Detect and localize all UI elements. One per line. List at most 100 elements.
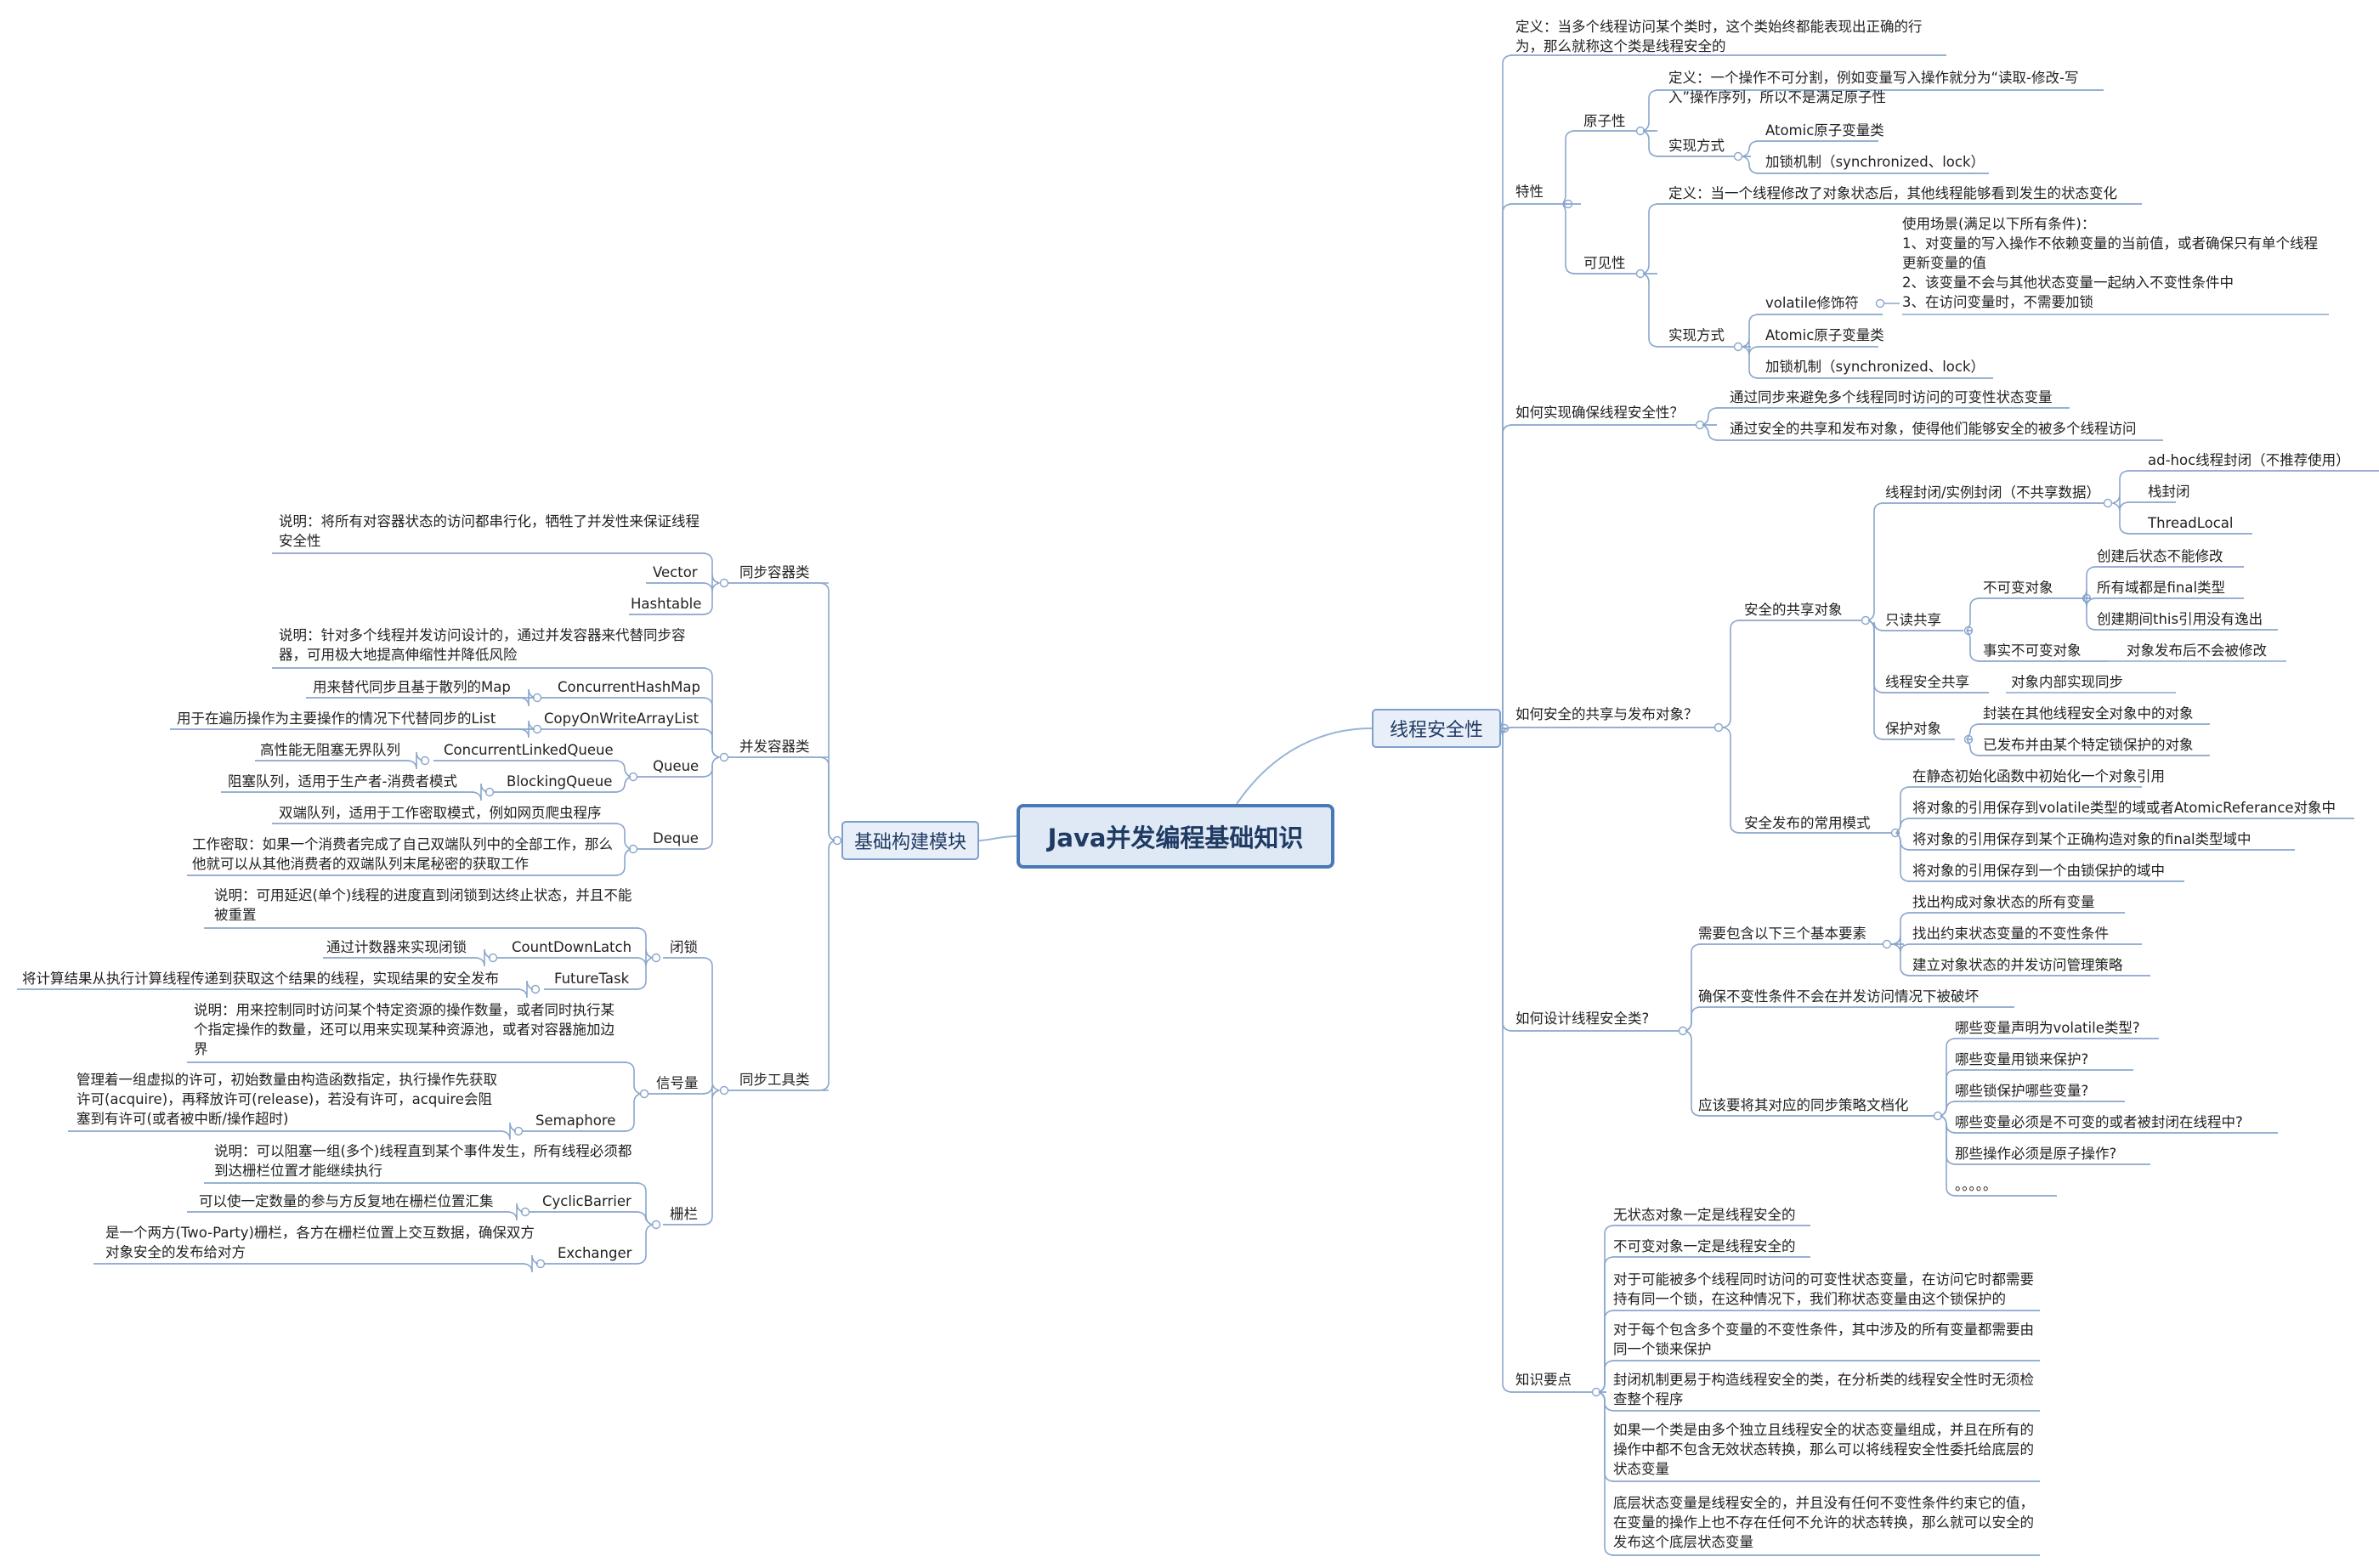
how-ensure-label[interactable]: 如何实现确保线程安全性？ xyxy=(1515,405,1684,421)
visibility-label[interactable]: 可见性 xyxy=(1583,255,1626,271)
atomicity-impl-label[interactable]: 实现方式 xyxy=(1668,138,1725,154)
collapse-knob xyxy=(1882,939,1892,949)
queue-label[interactable]: Queue xyxy=(653,758,700,774)
connector-line xyxy=(493,776,632,793)
collapse-knob xyxy=(719,578,729,588)
connector-line xyxy=(1940,1115,2057,1197)
threadsafe-share-label[interactable]: 线程安全共享 xyxy=(1885,674,1969,690)
barrier-label[interactable]: 栅栏 xyxy=(670,1206,698,1222)
cyclic-barrier-label[interactable]: CyclicBarrier xyxy=(542,1193,632,1209)
connector-line xyxy=(663,1090,721,1226)
share-publish-label[interactable]: 如何安全的共享与发布对象？ xyxy=(1515,706,1698,722)
connector-line xyxy=(2111,502,2252,535)
doc-item-3: 哪些锁保护哪些变量? xyxy=(1955,1083,2089,1099)
confine-label[interactable]: 线程封闭/实例封闭（不共享数据） xyxy=(1885,484,2101,501)
cow-label[interactable]: CopyOnWriteArrayList xyxy=(544,710,700,727)
exchanger-label[interactable]: Exchanger xyxy=(558,1245,632,1261)
latch-label[interactable]: 闭锁 xyxy=(670,939,698,955)
deque-desc-2: 工作密取：如果一个消费者完成了自己双端队列中的全部工作，那么他就可以从其他消费者… xyxy=(192,836,613,872)
connector-line xyxy=(1642,130,1751,157)
sync-tools-label[interactable]: 同步工具类 xyxy=(739,1072,810,1088)
vector-item: Vector xyxy=(653,564,698,580)
atomicity-impl-atomic: Atomic原子变量类 xyxy=(1765,122,1884,139)
connector-line xyxy=(1966,739,2210,756)
volatile-label[interactable]: volatile修饰符 xyxy=(1765,295,1859,311)
elements-item-2: 找出约束状态变量的不变性条件 xyxy=(1912,926,2109,942)
features-label[interactable]: 特性 xyxy=(1515,184,1544,200)
root-topic[interactable]: Java并发编程基础知识 xyxy=(1017,804,1334,869)
elements-label[interactable]: 需要包含以下三个基本要素 xyxy=(1698,926,1866,942)
doc-item-5: 那些操作必须是原子操作? xyxy=(1955,1146,2117,1162)
how-ensure-item-1: 通过同步来避免多个线程同时访问的可变性状态变量 xyxy=(1730,389,2053,405)
deque-label[interactable]: Deque xyxy=(653,830,699,846)
connector-line xyxy=(1499,727,1606,1393)
doc-item-2: 哪些变量用锁来保护? xyxy=(1955,1051,2089,1067)
immutable-item-1: 创建后状态不能修改 xyxy=(2097,548,2223,564)
deque-desc-1: 双端队列，适用于工作密取模式，例如网页爬虫程序 xyxy=(279,805,602,821)
point-3: 对于可能被多个线程同时访问的可变性状态变量，在访问它时都需要持有同一个锁，在这种… xyxy=(1613,1271,2034,1307)
topic-thread-safety[interactable]: 线程安全性 xyxy=(1372,709,1501,748)
atomicity-label[interactable]: 原子性 xyxy=(1583,113,1626,129)
safety-definition: 定义：当多个线程访问某个类时，这个类始终都能表现出正确的行为，那么就称这个类是线… xyxy=(1515,19,1923,54)
connector-line xyxy=(1499,424,1717,729)
point-2: 不可变对象一定是线程安全的 xyxy=(1613,1238,1796,1254)
connector-line xyxy=(93,1254,539,1273)
immutable-label[interactable]: 不可变对象 xyxy=(1983,580,2053,596)
connector-line xyxy=(544,957,654,990)
clq-label[interactable]: ConcurrentLinkedQueue xyxy=(444,742,614,758)
threadsafe-share-item: 对象内部实现同步 xyxy=(2011,674,2123,690)
connector-line xyxy=(527,1211,654,1226)
point-6: 如果一个类是由多个独立且线程安全的状态变量组成，并且在所有的操作中都不包含无效状… xyxy=(1613,1422,2034,1477)
semaphore-label[interactable]: Semaphore xyxy=(535,1112,616,1129)
bq-desc: 阻塞队列，适用于生产者-消费者模式 xyxy=(228,773,457,790)
semaphore-group-label[interactable]: 信号量 xyxy=(656,1075,699,1091)
doc-item-1: 哪些变量声明为volatile类型? xyxy=(1955,1020,2140,1036)
points-label[interactable]: 知识要点 xyxy=(1515,1372,1572,1388)
doc-item-4: 哪些变量必须是不可变的或者被封闭在线程中? xyxy=(1955,1114,2243,1130)
connector-line xyxy=(17,980,534,999)
atomicity-definition: 定义：一个操作不可分割，例如变量写入操作就分为“读取-修改-写入”操作序列，所以… xyxy=(1668,70,2079,105)
connector-line xyxy=(1236,727,1373,805)
semaphore-desc: 管理着一组虚拟的许可，初始数量由构造函数指定，执行操作先获取许可(acquire… xyxy=(76,1072,497,1127)
connector-line xyxy=(1499,727,1683,1032)
bq-label[interactable]: BlockingQueue xyxy=(507,773,613,790)
guarded-label[interactable]: 保护对象 xyxy=(1885,721,1941,737)
doc-label[interactable]: 应该要将其对应的同步策略文档化 xyxy=(1698,1097,1909,1113)
point-1: 无状态对象一定是线程安全的 xyxy=(1613,1207,1796,1223)
chm-label[interactable]: ConcurrentHashMap xyxy=(558,679,700,695)
connector-line xyxy=(1966,630,2108,662)
connector-line xyxy=(68,1122,517,1141)
safe-publish-label[interactable]: 安全发布的常用模式 xyxy=(1744,815,1871,831)
connector-line xyxy=(1741,346,1993,379)
cdl-desc: 通过计数器来实现闭锁 xyxy=(326,939,467,955)
connector-line xyxy=(255,751,423,770)
effective-immutable-label[interactable]: 事实不可变对象 xyxy=(1983,642,2082,659)
connector-line xyxy=(1867,502,2104,621)
point-7: 底层状态变量是线程安全的，并且没有任何不变性条件约束它的值，在变量的操作上也不存… xyxy=(1613,1495,2034,1550)
visibility-impl-label[interactable]: 实现方式 xyxy=(1668,327,1725,343)
sync-containers-label[interactable]: 同步容器类 xyxy=(739,564,810,580)
barrier-note: 说明：可以阻塞一组(多个)线程直到某个事件发生，所有线程必须都到达栅栏位置才能继… xyxy=(214,1143,632,1179)
guarded-item-2: 已发布并由某个特定锁保护的对象 xyxy=(1983,737,2194,753)
connector-line xyxy=(187,1203,524,1221)
collapse-knob xyxy=(651,1220,661,1230)
effective-immutable-item: 对象发布后不会被修改 xyxy=(2127,642,2267,659)
immutable-item-2: 所有域都是final类型 xyxy=(2097,580,2226,596)
ft-label[interactable]: FutureTask xyxy=(554,971,630,987)
clq-desc: 高性能无阻塞无界队列 xyxy=(260,742,400,758)
design-label[interactable]: 如何设计线程安全类? xyxy=(1515,1010,1650,1027)
readonly-label[interactable]: 只读共享 xyxy=(1885,612,1941,628)
safe-share-label[interactable]: 安全的共享对象 xyxy=(1744,602,1843,618)
connector-line xyxy=(629,582,721,615)
cdl-label[interactable]: CountDownLatch xyxy=(512,939,632,955)
visibility-definition: 定义：当一个线程修改了对象状态后，其他线程能够看到发生的状态变化 xyxy=(1668,185,2117,201)
concurrent-containers-label[interactable]: 并发容器类 xyxy=(739,739,810,755)
connector-line xyxy=(1890,943,2150,976)
elements-item-3: 建立对象状态的并发访问管理策略 xyxy=(1912,957,2123,973)
topic-building-blocks[interactable]: 基础构建模块 xyxy=(841,821,979,860)
confine-adhoc: ad-hoc线程封闭（不推荐使用） xyxy=(2148,452,2350,468)
ft-desc: 将计算结果从执行计算线程传递到获取这个结果的线程，实现结果的安全发布 xyxy=(22,971,499,987)
safe-publish-item-4: 将对象的引用保存到一个由锁保护的域中 xyxy=(1912,863,2165,879)
semaphore-note: 说明：用来控制同时访问某个特定资源的操作数量，或者同时执行某个指定操作的数量，还… xyxy=(194,1002,615,1057)
